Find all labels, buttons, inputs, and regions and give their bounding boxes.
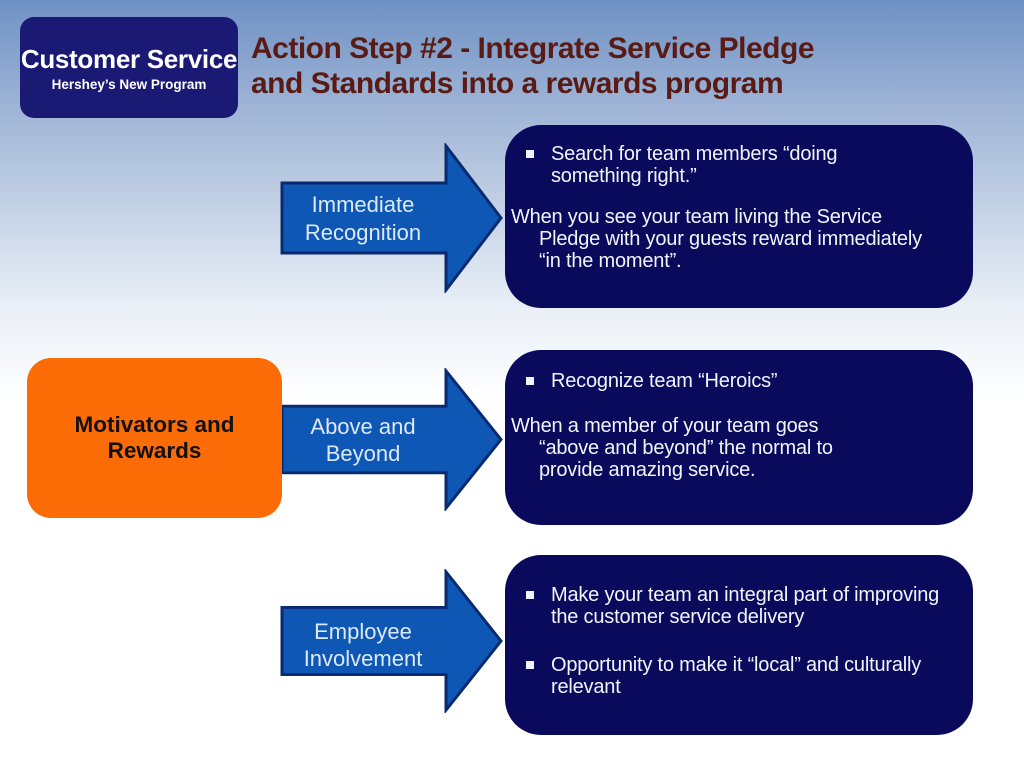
slide-title-line2: and Standards into a rewards program	[251, 67, 784, 101]
program-badge: Customer Service Hershey’s New Program	[20, 17, 238, 118]
bullet-item: Opportunity to make it “local” and cultu…	[505, 654, 949, 698]
arrow-label-immediate-recognition: Immediate Recognition	[280, 182, 446, 255]
bullet-text: Make your team an integral part of impro…	[551, 584, 940, 628]
arrow-shape-icon	[280, 368, 503, 511]
arrow-shape-icon	[280, 569, 503, 713]
arrow-employee-involvement	[280, 569, 503, 713]
arrow-label-text: Above and Beyond	[310, 413, 416, 467]
program-badge-title: Customer Service	[20, 44, 238, 75]
program-badge-subtitle: Hershey’s New Program	[51, 76, 207, 92]
paragraph-text: When you see your team living the Servic…	[511, 206, 922, 272]
arrow-immediate-recognition	[280, 143, 503, 293]
arrow-above-and-beyond	[280, 368, 503, 511]
arrow-label-above-and-beyond: Above and Beyond	[280, 403, 446, 477]
bullet-square-icon	[526, 591, 534, 599]
bullet-text: Opportunity to make it “local” and cultu…	[551, 654, 922, 698]
slide-title-line1: Action Step #2 - Integrate Service Pledg…	[251, 32, 815, 65]
motivators-rewards-box: Motivators and Rewards	[27, 358, 282, 518]
arrow-label-text: Immediate Recognition	[304, 192, 422, 245]
arrow-shape-icon	[280, 143, 503, 293]
bullet-square-icon	[526, 661, 534, 669]
content-box-above-and-beyond: Recognize team “Heroics” When a member o…	[505, 350, 973, 525]
bullet-item: Make your team an integral part of impro…	[505, 584, 949, 628]
arrow-label-text: Employee Involvement	[303, 618, 423, 672]
arrow-label-employee-involvement: Employee Involvement	[280, 608, 446, 682]
bullet-square-icon	[526, 150, 534, 158]
bullet-square-icon	[526, 377, 534, 385]
bullet-text: Recognize team “Heroics”	[551, 370, 778, 392]
bullet-text: Search for team members “doing something…	[551, 143, 838, 187]
slide-title: Action Step #2 - Integrate Service Pledg…	[251, 31, 991, 102]
motivators-rewards-label: Motivators and Rewards	[74, 412, 235, 463]
bullet-item: Search for team members “doing something…	[505, 143, 949, 187]
paragraph-text: When a member of your team goes “above a…	[511, 415, 833, 481]
content-box-employee-involvement: Make your team an integral part of impro…	[505, 555, 973, 735]
bullet-item: Recognize team “Heroics”	[505, 370, 949, 392]
content-box-immediate-recognition: Search for team members “doing something…	[505, 125, 973, 308]
